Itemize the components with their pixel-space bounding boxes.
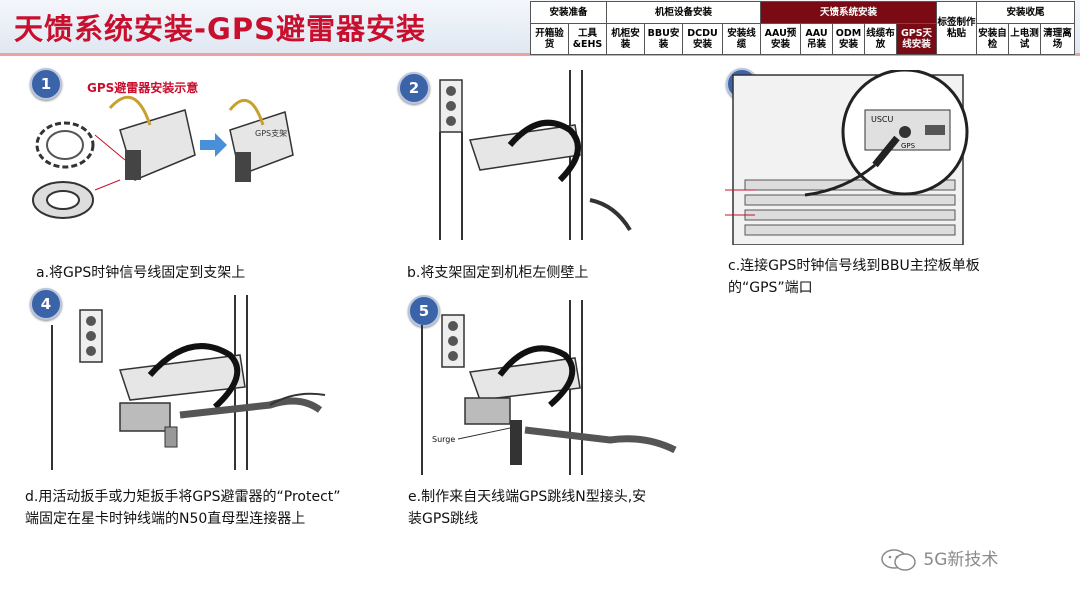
nav-item-power-test[interactable]: 上电测试 [1008, 23, 1041, 55]
step-4-caption: d.用活动扳手或力矩扳手将GPS避雷器的“Protect” 端固定在星卡时钟线端… [25, 486, 341, 530]
nav-group-finish[interactable]: 安装收尾 [976, 1, 1075, 24]
step-5-illustration: Surge [421, 300, 677, 475]
nav-item-aau-pre[interactable]: AAU预安装 [760, 23, 801, 55]
nav-item-self-check[interactable]: 安装自检 [976, 23, 1009, 55]
nav-item-dcdu[interactable]: DCDU安装 [682, 23, 723, 55]
nav-item-cleanup[interactable]: 清理离场 [1040, 23, 1075, 55]
nav-item-odm[interactable]: ODM安装 [832, 23, 865, 55]
step-4-caption-line-2: 端固定在星卡时钟线端的N50直母型连接器上 [25, 511, 306, 527]
watermark-text: 5G新技术 [923, 550, 999, 570]
step-1-caption: a.将GPS时钟信号线固定到支架上 [36, 265, 246, 281]
step-4-illustration [51, 295, 326, 470]
step-5-image-label: Surge [432, 435, 455, 444]
process-nav-table: 安装准备 机柜设备安装 天馈系统安装 标签制作粘贴 安装收尾 开箱验货 工具&E… [530, 1, 1075, 55]
nav-item-bbu[interactable]: BBU安装 [644, 23, 683, 55]
step-5-caption-line-1: e.制作来自天线端GPS跳线N型接头,安 [408, 489, 647, 505]
step-2-illustration [439, 70, 632, 240]
step-3-caption: c.连接GPS时钟信号线到BBU主控板单板 的“GPS”端口 [728, 255, 980, 299]
step-1-badge: 1 [30, 68, 62, 100]
step-3-illustration: USCU GPS [725, 70, 969, 245]
step-2-caption: b.将支架固定到机柜左侧壁上 [407, 265, 589, 281]
nav-group-labels[interactable]: 标签制作粘贴 [936, 1, 977, 55]
nav-item-aau-hoist[interactable]: AAU吊装 [800, 23, 833, 55]
page-title: 天馈系统安装-GPS避雷器安装 [14, 12, 426, 46]
nav-group-antenna[interactable]: 天馈系统安装 [760, 1, 937, 24]
step-5-caption: e.制作来自天线端GPS跳线N型接头,安 装GPS跳线 [408, 486, 646, 530]
step-3-caption-line-2: 的“GPS”端口 [728, 280, 813, 296]
nav-item-cabinet[interactable]: 机柜安装 [606, 23, 645, 55]
watermark: 5G新技术 [880, 545, 998, 571]
nav-item-unboxing[interactable]: 开箱验货 [530, 23, 569, 55]
nav-group-prep[interactable]: 安装准备 [530, 1, 607, 24]
wechat-icon [881, 549, 916, 571]
step-5-caption-line-2: 装GPS跳线 [408, 511, 479, 527]
step-2-badge: 2 [398, 72, 430, 104]
step-1-image-label: GPS支架 [255, 128, 287, 138]
step-3-caption-line-1: c.连接GPS时钟信号线到BBU主控板单板 [728, 258, 980, 274]
step-5-badge: 5 [408, 295, 440, 327]
nav-item-tools-ehs[interactable]: 工具&EHS [568, 23, 607, 55]
step-1-image-title: GPS避雷器安装示意 [87, 80, 198, 95]
step-1-illustration: GPS避雷器安装示意 GPS支架 [32, 80, 294, 219]
nav-item-gps-antenna[interactable]: GPS天线安装 [896, 23, 937, 55]
nav-item-cable-routing[interactable]: 线缆布放 [864, 23, 897, 55]
step-3-image-label: USCU [871, 115, 894, 124]
step-4-badge: 4 [30, 288, 62, 320]
step-3-image-label2: GPS [901, 142, 916, 150]
title-divider [0, 53, 1080, 56]
nav-group-cabinet[interactable]: 机柜设备安装 [606, 1, 761, 24]
step-4-caption-line-1: d.用活动扳手或力矩扳手将GPS避雷器的“Protect” [25, 489, 341, 505]
nav-item-cables[interactable]: 安装线缆 [722, 23, 761, 55]
